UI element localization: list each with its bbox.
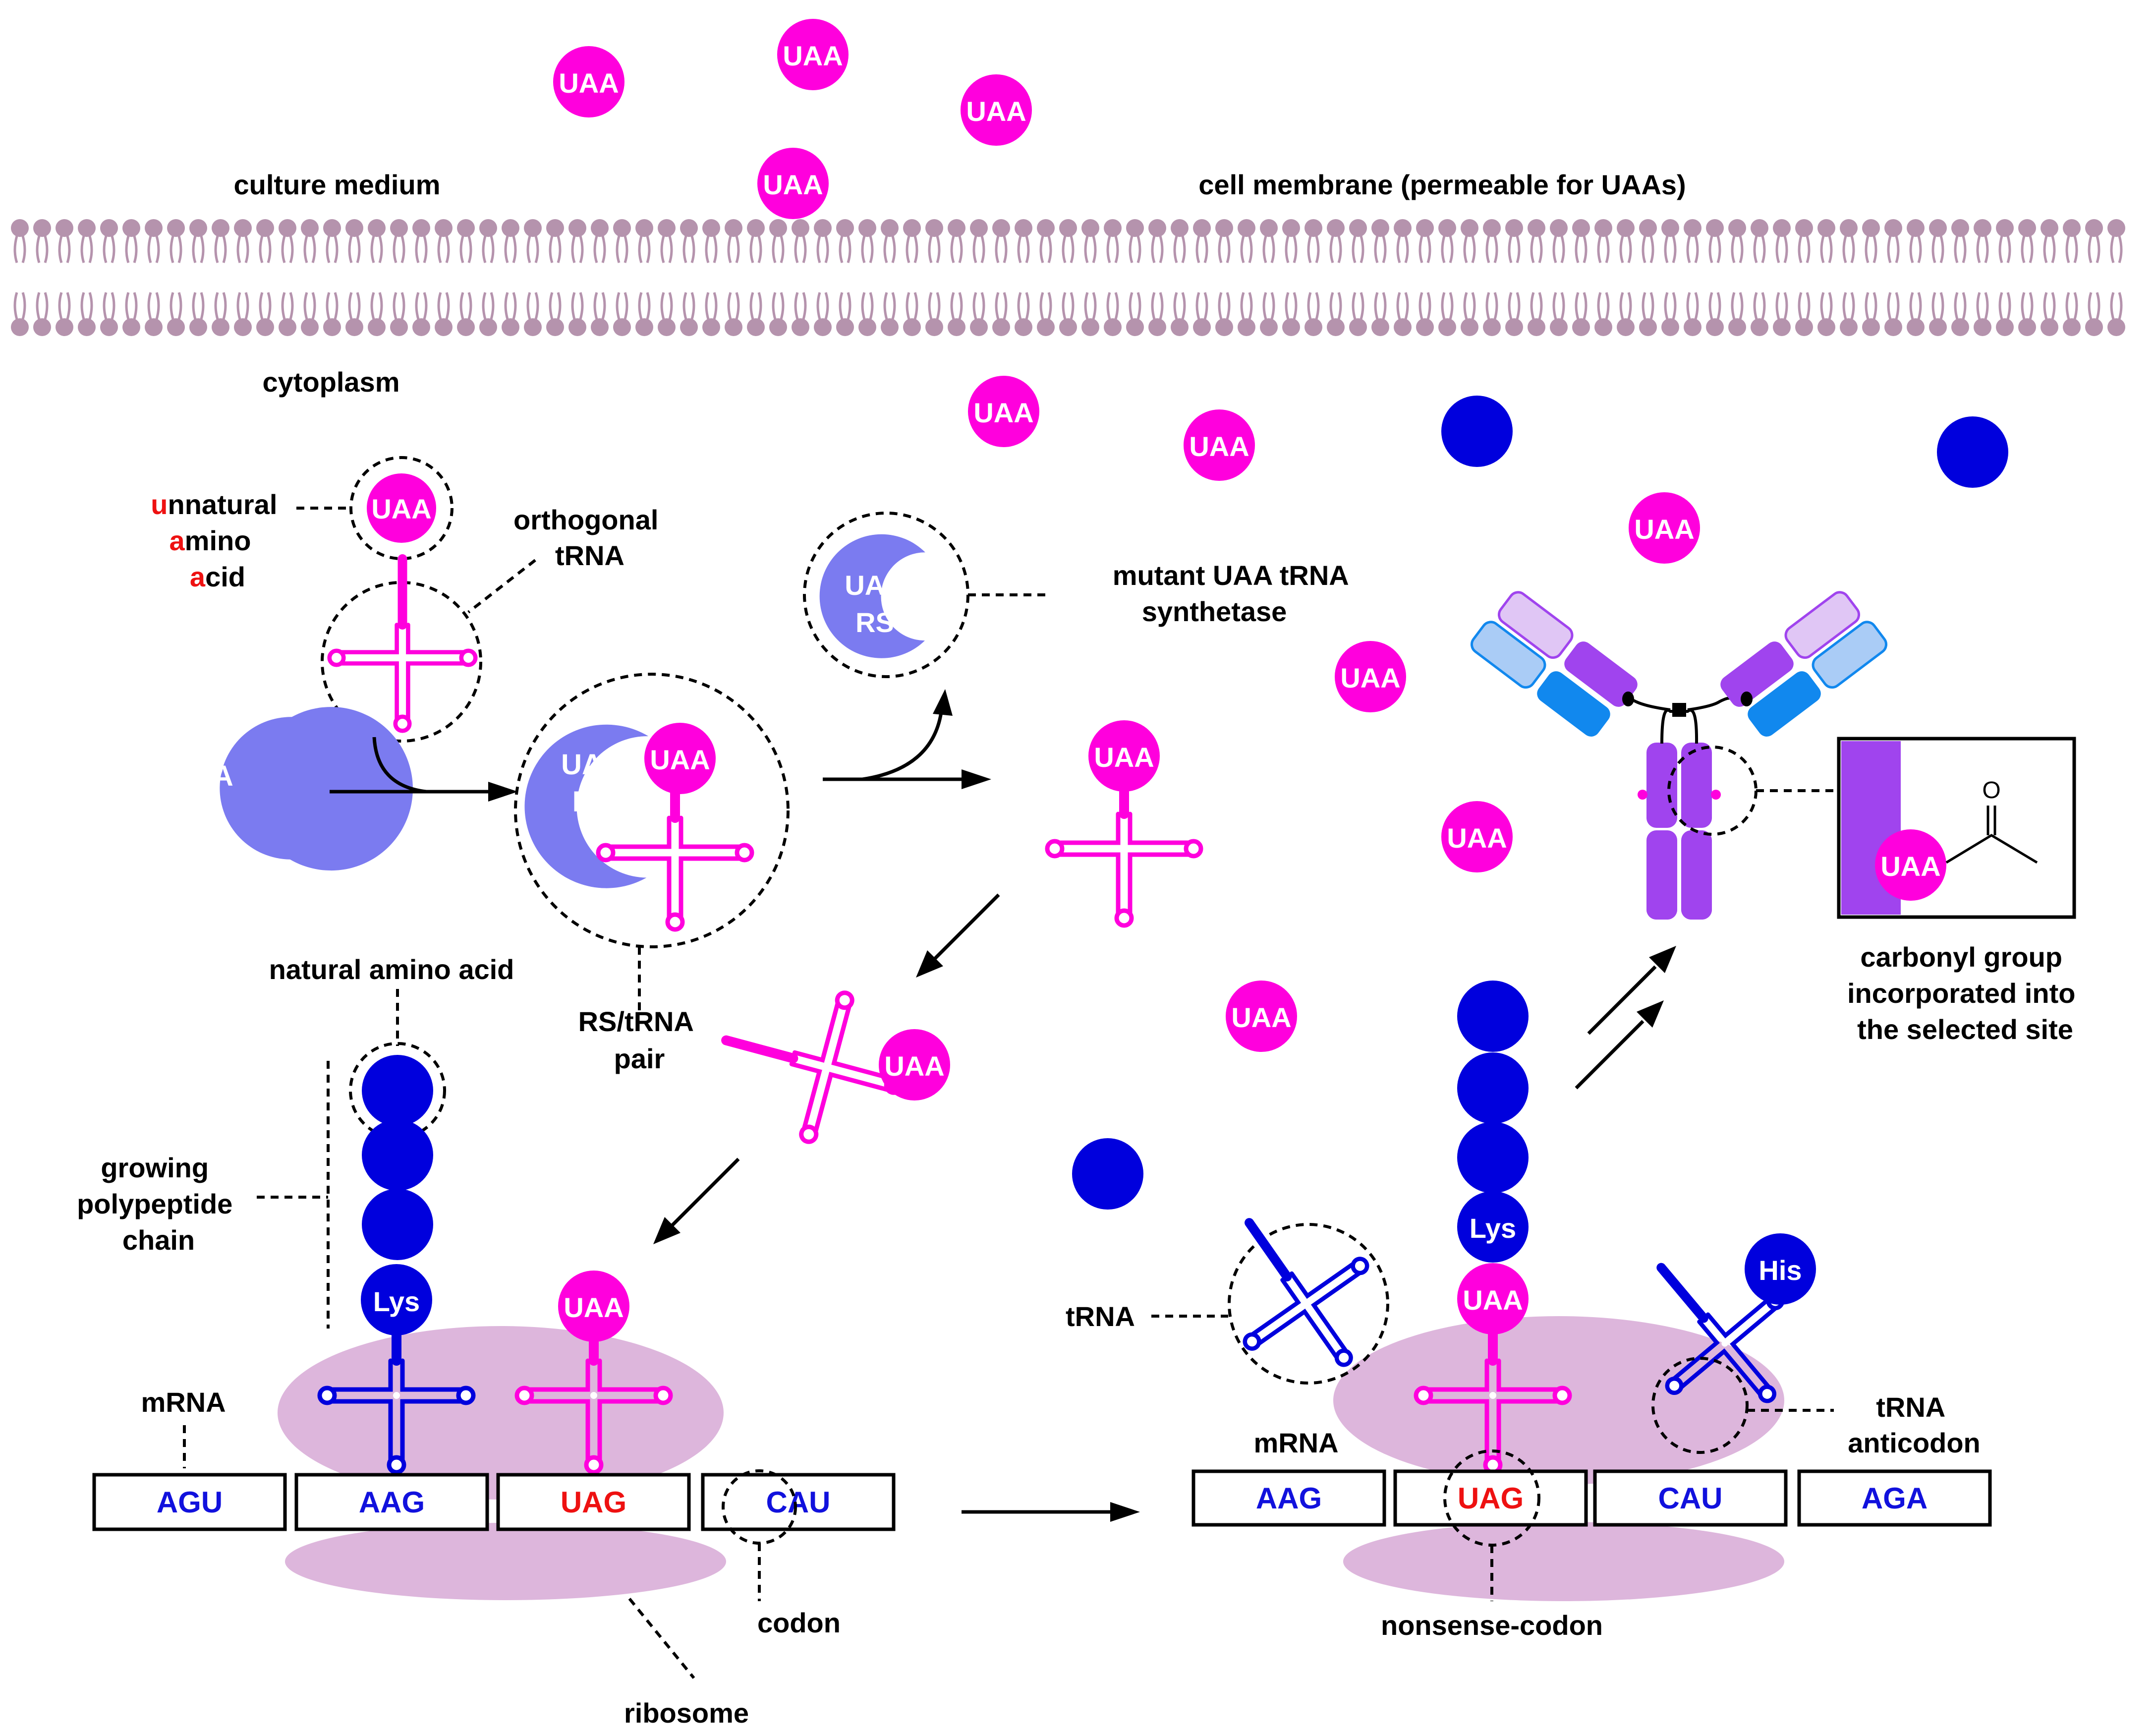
uaa-molecule-label: UAA [763, 169, 823, 200]
mutant-synthetase: UAA RS [819, 534, 925, 658]
codon-label: codon [757, 1607, 841, 1638]
codon-box [294, 1473, 489, 1531]
mutant-synthetase-label: mutant UAA tRNA synthetase [1113, 560, 1356, 627]
uaa-molecule [1335, 641, 1406, 712]
codon-text: AGU [157, 1486, 223, 1519]
natural-amino-acid-molecule [1937, 416, 2008, 488]
uaa-molecule [968, 376, 1039, 447]
codon-box [1593, 1469, 1788, 1527]
uaa-molecule-label: UAA [1340, 662, 1400, 694]
mrna-strand-left: AGU AAG UAG CAU [92, 1473, 896, 1531]
svg-text:UAA: UAA [884, 1050, 944, 1082]
uaa-molecule-label: UAA [973, 397, 1033, 428]
his-trna: His [1605, 1221, 1827, 1447]
codon-text: CAU [766, 1486, 831, 1519]
trna-label: tRNA [1066, 1301, 1135, 1332]
svg-text:UAA: UAA [561, 749, 624, 781]
uaa-synthetase: UAA RS [171, 707, 413, 871]
mrna-strand-right: AAG UAG CAU AGA [1191, 1469, 1992, 1527]
codon-box [92, 1473, 287, 1531]
uaa-molecule-label: UAA [1189, 431, 1249, 462]
uaa-molecule [367, 473, 436, 543]
codon-box [1393, 1469, 1588, 1527]
uaa-molecule [1184, 409, 1255, 481]
free-molecules: UAA UAA UAA UAA UAA UAA UAA UAA UAA UAA [553, 19, 2008, 1210]
codon-box [701, 1473, 896, 1531]
natural-amino-acid-label: natural amino acid [269, 954, 514, 985]
trna-anticodon-label: tRNA anticodon [1848, 1391, 1981, 1458]
uaa-molecule [1226, 981, 1297, 1052]
svg-text:Lys: Lys [373, 1286, 420, 1317]
cytoplasm-label: cytoplasm [263, 366, 400, 398]
mrna-label-right: mRNA [1253, 1427, 1338, 1458]
uaa-molecule-label: UAA [1634, 514, 1694, 545]
carbonyl-label: carbonyl group incorporated into the sel… [1847, 941, 2083, 1045]
codon-text: AAG [1256, 1482, 1322, 1515]
ribosome-small-subunit-right [1343, 1522, 1784, 1601]
codon-box [496, 1473, 691, 1531]
polypeptide-chain-right: Lys UAA [1416, 981, 1570, 1472]
codon-text: AAG [359, 1486, 425, 1519]
cell-membrane [11, 219, 2125, 336]
uaa-molecule-label: UAA [966, 96, 1026, 127]
uaa-molecule-label: UAA [783, 40, 843, 71]
uaa-molecule-label: UAA [559, 67, 619, 99]
uaa-molecule-label: UAA [1447, 822, 1507, 854]
ribosome-label: ribosome [624, 1697, 749, 1729]
incoming-uaa-trna: UAA [517, 1271, 671, 1472]
svg-text:UAA: UAA [1094, 742, 1154, 773]
polypeptide-chain-left: Lys [320, 1055, 473, 1472]
svg-text:RS: RS [182, 797, 223, 829]
culture-medium-label: culture medium [234, 169, 441, 200]
rs-trna-pair: UAA RS UAA [524, 723, 752, 929]
svg-text:UAA: UAA [171, 760, 233, 792]
svg-text:RS: RS [572, 786, 613, 818]
svg-text:Lys: Lys [1470, 1213, 1516, 1244]
uaa-molecule [961, 74, 1032, 146]
antibody [1470, 591, 1888, 920]
rs-trna-pair-label: RS/tRNA pair [578, 1006, 701, 1074]
svg-text:UAA: UAA [564, 1292, 624, 1323]
codon-box [1797, 1469, 1992, 1527]
uaa-molecule [553, 46, 624, 117]
svg-text:UAA: UAA [371, 493, 431, 524]
svg-text:RS: RS [855, 607, 894, 638]
svg-text:His: His [1758, 1255, 1802, 1286]
charged-trna: UAA [1047, 720, 1201, 926]
uaa-molecule [757, 148, 829, 219]
svg-text:UAA: UAA [845, 570, 905, 601]
ribosome-small-subunit [285, 1523, 726, 1600]
natural-amino-acid-molecule [1441, 396, 1513, 467]
codon-text: AGA [1862, 1482, 1928, 1515]
codon-text: UAG [1458, 1482, 1524, 1515]
oxygen-atom: O [1982, 777, 2000, 804]
svg-text:UAA: UAA [1880, 851, 1940, 882]
cell-membrane-label: cell membrane (permeable for UAAs) [1198, 169, 1686, 200]
growing-chain-label: growing polypeptide chain [77, 1152, 240, 1256]
orthogonal-trna [330, 559, 476, 731]
svg-text:UAA: UAA [650, 744, 710, 775]
uaa-molecule [1441, 801, 1513, 872]
uaa-molecule [1629, 492, 1700, 564]
natural-amino-acid-molecule [1072, 1138, 1143, 1210]
unnatural-amino-acid-label: unnatural amino acid [151, 489, 285, 592]
codon-box [1191, 1469, 1386, 1527]
nonsense-codon-label: nonsense-codon [1381, 1610, 1603, 1641]
mrna-label-left: mRNA [141, 1387, 226, 1418]
svg-text:UAA: UAA [1463, 1284, 1523, 1316]
orthogonal-trna-label: orthogonal tRNA [513, 504, 666, 571]
charged-trna-rotated: UAA [706, 966, 950, 1161]
codon-text: UAG [561, 1486, 626, 1519]
uaa-molecule-label: UAA [1231, 1002, 1291, 1033]
codon-text: CAU [1658, 1482, 1723, 1515]
uaa-molecule [777, 19, 849, 90]
